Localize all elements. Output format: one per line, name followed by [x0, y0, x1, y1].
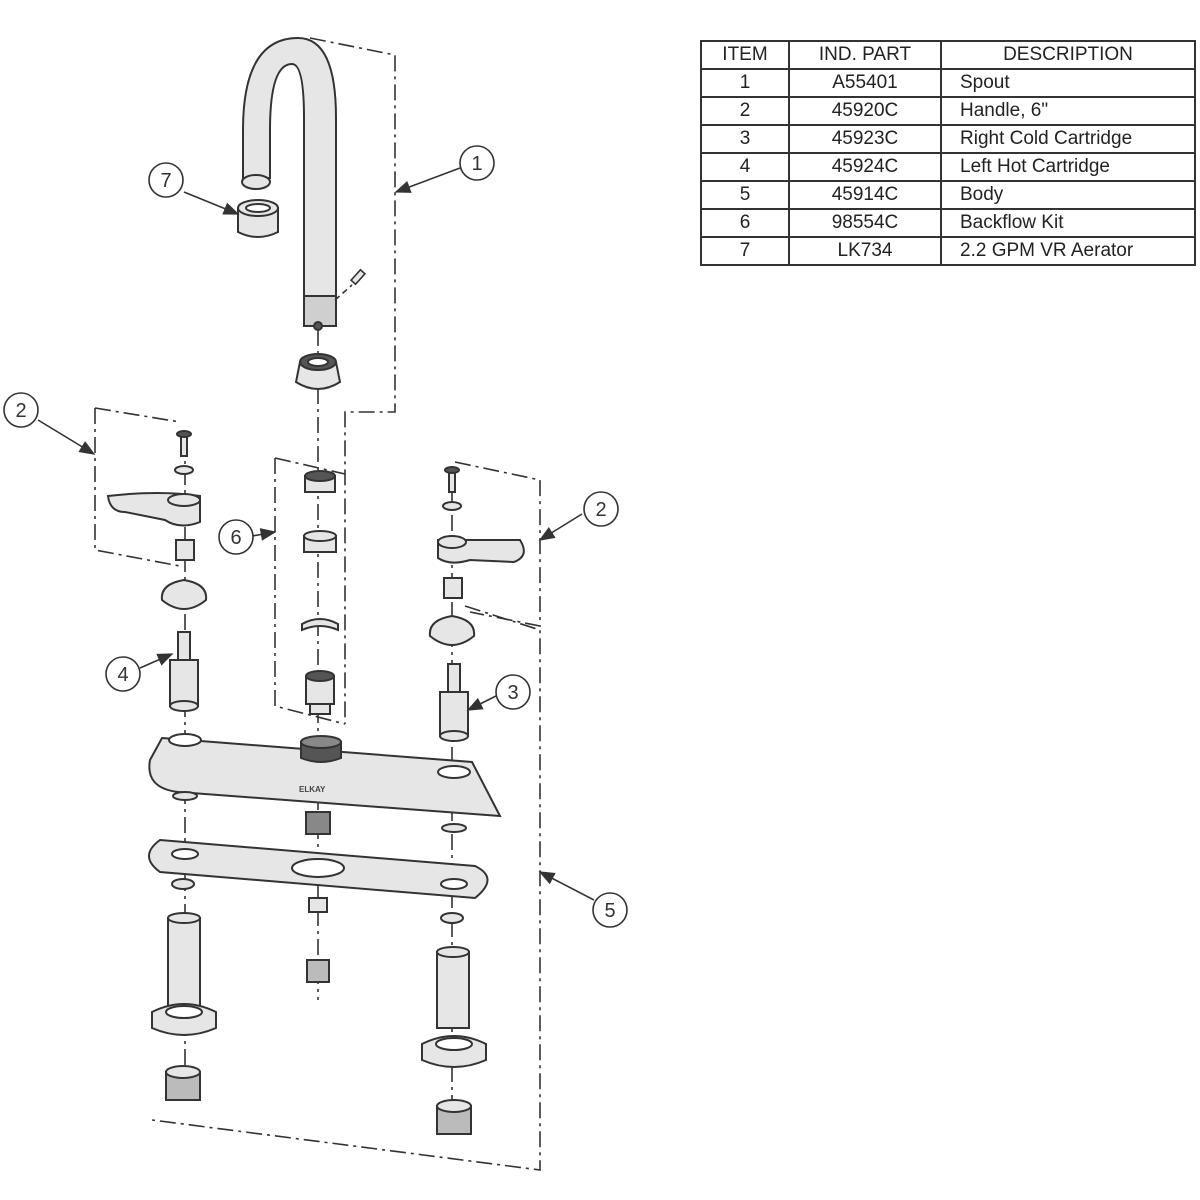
callout-5-leader — [538, 871, 595, 901]
callout-4-leader — [139, 653, 174, 669]
backflow-kit-boundary — [274, 457, 346, 725]
body-boundary — [151, 605, 541, 1171]
row-item: 4 — [700, 152, 790, 182]
row-part: A55401 — [788, 68, 942, 98]
callout-2-left-leader — [37, 419, 96, 455]
row-item: 6 — [700, 208, 790, 238]
aerator-part — [237, 199, 279, 238]
backflow-parts — [301, 470, 339, 715]
mounting-hardware — [151, 878, 487, 1135]
callout-3-leader — [466, 695, 497, 711]
row-description: 2.2 GPM VR Aerator — [940, 236, 1196, 266]
table-row: 1 A55401 Spout — [700, 68, 1196, 98]
header-part: IND. PART — [788, 40, 942, 70]
left-handle-assembly — [106, 430, 208, 610]
header-description: DESCRIPTION — [940, 40, 1196, 70]
callout-1-leader — [394, 167, 461, 193]
callout-7: 7 — [160, 170, 171, 192]
callout-5: 5 — [604, 900, 615, 922]
row-part: 45914C — [788, 180, 942, 210]
left-handle-boundary — [94, 407, 181, 567]
spout-boundary-line — [309, 37, 396, 724]
callout-6-leader — [251, 528, 277, 541]
table-row: 3 45923C Right Cold Cartridge — [700, 124, 1196, 154]
right-handle-assembly — [428, 466, 525, 646]
row-item: 1 — [700, 68, 790, 98]
row-part: 45924C — [788, 152, 942, 182]
parts-table-header: ITEM IND. PART DESCRIPTION — [700, 40, 1196, 70]
parts-table: ITEM IND. PART DESCRIPTION 1 A55401 Spou… — [700, 40, 1196, 266]
row-item: 5 — [700, 180, 790, 210]
faucet-body: ELKAY — [148, 733, 502, 835]
row-description: Handle, 6" — [940, 96, 1196, 126]
row-item: 3 — [700, 124, 790, 154]
table-row: 4 45924C Left Hot Cartridge — [700, 152, 1196, 182]
row-description: Right Cold Cartridge — [940, 124, 1196, 154]
callout-4: 4 — [117, 664, 128, 686]
brand-label: ELKAY — [299, 785, 326, 794]
row-part: LK734 — [788, 236, 942, 266]
deck-plate — [148, 838, 489, 900]
row-item: 2 — [700, 96, 790, 126]
row-description: Spout — [940, 68, 1196, 98]
spout — [241, 36, 337, 331]
header-item: ITEM — [700, 40, 790, 70]
table-row: 7 LK734 2.2 GPM VR Aerator — [700, 236, 1196, 266]
table-row: 2 45920C Handle, 6" — [700, 96, 1196, 126]
callout-1: 1 — [471, 153, 482, 175]
callout-3: 3 — [507, 682, 518, 704]
table-row: 6 98554C Backflow Kit — [700, 208, 1196, 238]
row-part: 45920C — [788, 96, 942, 126]
left-cartridge — [169, 631, 199, 712]
callout-7-leader — [183, 191, 240, 215]
row-description: Body — [940, 180, 1196, 210]
row-description: Left Hot Cartridge — [940, 152, 1196, 182]
callout-2-right: 2 — [595, 499, 606, 521]
row-description: Backflow Kit — [940, 208, 1196, 238]
set-screw — [334, 268, 367, 301]
row-part: 45923C — [788, 124, 942, 154]
callout-6: 6 — [230, 527, 241, 549]
right-cartridge — [439, 663, 469, 742]
row-part: 98554C — [788, 208, 942, 238]
row-item: 7 — [700, 236, 790, 266]
callout-2-right-leader — [538, 513, 583, 541]
spout-nut — [294, 353, 342, 390]
callout-2-left: 2 — [15, 400, 26, 422]
table-row: 5 45914C Body — [700, 180, 1196, 210]
